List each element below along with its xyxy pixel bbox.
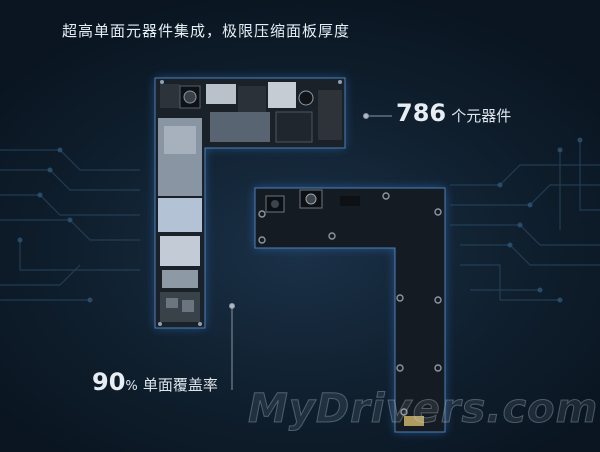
components-label: 个元器件 bbox=[451, 107, 512, 125]
front-board bbox=[154, 77, 346, 329]
coverage-unit: % bbox=[125, 379, 138, 394]
components-stat: 786 个元器件 bbox=[396, 99, 511, 127]
callout-coverage-line bbox=[229, 303, 235, 390]
back-board bbox=[254, 187, 446, 433]
coverage-value: 90 bbox=[92, 368, 126, 396]
coverage-label: 单面覆盖率 bbox=[142, 376, 218, 394]
components-value: 786 bbox=[396, 99, 447, 127]
watermark: MyDrivers.com bbox=[247, 386, 599, 433]
callout-components-line bbox=[363, 113, 392, 119]
coverage-stat: 90% 单面覆盖率 bbox=[92, 368, 218, 396]
headline: 超高单面元器件集成，极限压缩面板厚度 bbox=[62, 22, 351, 40]
